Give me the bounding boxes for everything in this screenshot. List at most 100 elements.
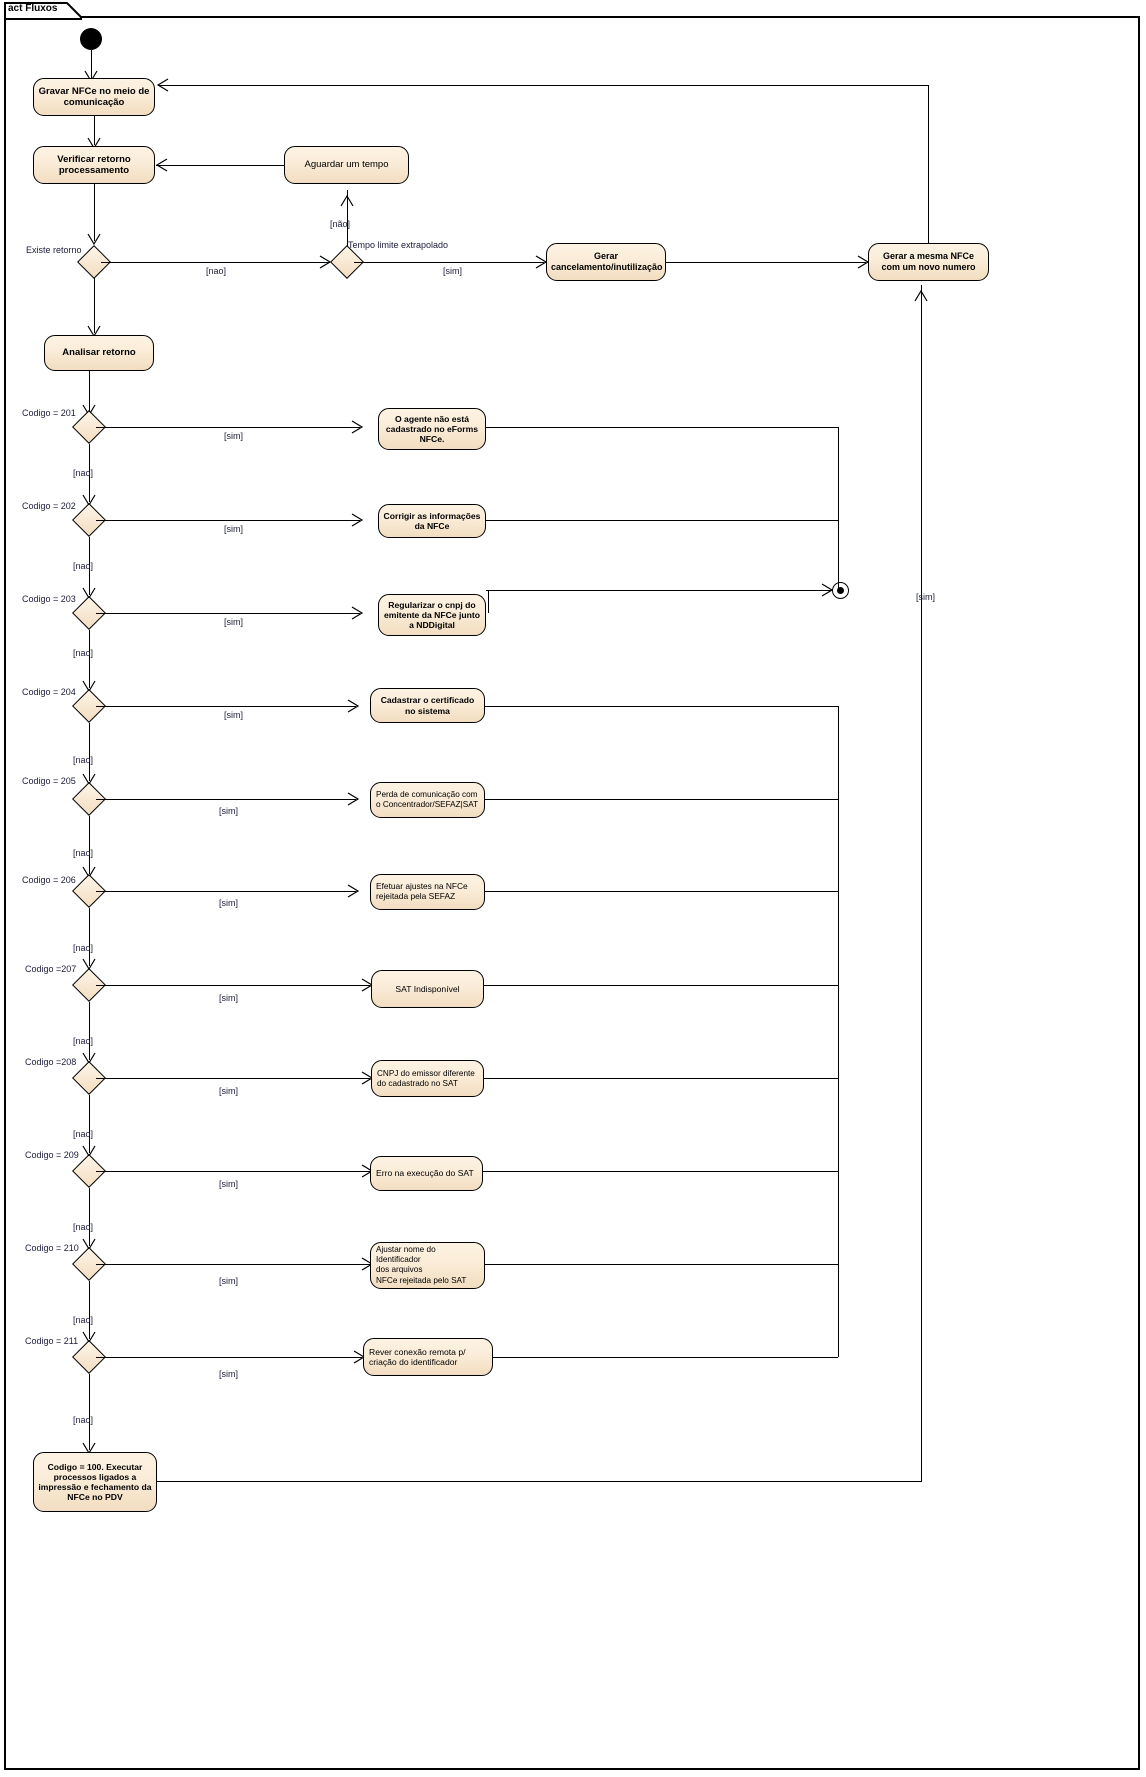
decision-label-codigo-211: Codigo = 211: [25, 1336, 79, 1346]
edge-label-codigo-206-nao: [nao]: [73, 943, 94, 953]
action-aguardar-tempo[interactable]: Aguardar um tempo: [284, 146, 409, 184]
diagram-frame: [4, 16, 1140, 1770]
action-codigo-204[interactable]: Cadastrar o certificado no sistema: [370, 688, 485, 723]
action-codigo-202[interactable]: Corrigir as informações da NFCe: [378, 504, 486, 538]
edge-existe-retorno-to-analisar: [94, 278, 95, 333]
edge-label-codigo-205-nao: [nao]: [73, 848, 94, 858]
edge-a211-right: [493, 1357, 838, 1358]
decision-label-codigo-206: Codigo = 206: [22, 875, 76, 885]
edge-label-codigo-209-nao: [nao]: [73, 1222, 94, 1232]
edge-codigo-206-nao: [89, 908, 90, 966]
edge-codigo-203-sim: [96, 613, 360, 614]
action-analisar-retorno[interactable]: Analisar retorno: [44, 335, 154, 371]
initial-node: [80, 28, 102, 50]
action-codigo-208[interactable]: CNPJ do emissor diferente do cadastrado …: [371, 1060, 484, 1097]
edge-label-tempo-limite-sim: [sim]: [443, 266, 462, 276]
action-codigo-207[interactable]: SAT Indisponível: [371, 970, 484, 1008]
edge-a205-right: [485, 799, 838, 800]
edge-verificar-to-existe-retorno: [94, 184, 95, 241]
edge-label-codigo-208-sim: [sim]: [219, 1086, 238, 1096]
edge-codigo-211-nao: [89, 1374, 90, 1450]
edge-label-codigo-203-sim: [sim]: [224, 617, 243, 627]
edge-label-codigo-201-nao: [nao]: [73, 468, 94, 478]
edge-label-codigo-203-nao: [nao]: [73, 648, 94, 658]
edge-label-codigo-202-sim: [sim]: [224, 524, 243, 534]
edge-tempo-limite-to-gerar-cancelamento: [354, 262, 544, 263]
edge-a201-down-to-final: [838, 427, 839, 591]
decision-label-codigo-204: Codigo = 204: [22, 687, 76, 697]
edge-right-merge-rail: [838, 706, 839, 1357]
edge-codigo-209-sim: [96, 1171, 370, 1172]
decision-label-codigo-201: Codigo = 201: [22, 408, 76, 418]
edge-analisar-to-codigo-201: [89, 371, 90, 413]
edge-codigo-204-nao: [89, 723, 90, 781]
action-codigo-206[interactable]: Efetuar ajustes na NFCe rejeitada pela S…: [370, 874, 485, 910]
action-verificar-retorno[interactable]: Verificar retorno processamento: [33, 146, 155, 184]
edge-label-outer-sim: [sim]: [916, 592, 935, 602]
edge-a207-right: [484, 985, 838, 986]
edge-initial-to-gravar: [91, 50, 92, 78]
edge-a206-right: [485, 891, 838, 892]
edge-label-codigo-205-sim: [sim]: [219, 806, 238, 816]
edge-label-codigo-208-nao: [nao]: [73, 1129, 94, 1139]
action-codigo-205[interactable]: Perda de comunicação com o Concentrador/…: [370, 782, 485, 818]
edge-tempo-limite-to-aguardar: [347, 190, 348, 246]
decision-label-codigo-202: Codigo = 202: [22, 501, 76, 511]
action-codigo-201[interactable]: O agente não está cadastrado no eForms N…: [378, 408, 486, 450]
decision-label-codigo-208: Codigo =208: [25, 1057, 77, 1067]
edge-label-codigo-201-sim: [sim]: [224, 431, 243, 441]
decision-label-codigo-209: Codigo = 209: [25, 1150, 79, 1160]
action-codigo-211[interactable]: Rever conexão remota p/ criação do ident…: [363, 1338, 493, 1376]
edge-codigo-205-sim: [96, 799, 356, 800]
edge-label-codigo-210-nao: [nao]: [73, 1315, 94, 1325]
edge-a201-right: [486, 427, 838, 428]
edge-codigo-210-sim: [96, 1264, 370, 1265]
edge-codigo-210-nao: [89, 1281, 90, 1339]
edge-label-codigo-206-sim: [sim]: [219, 898, 238, 908]
edge-label-codigo-207-sim: [sim]: [219, 993, 238, 1003]
action-gravar-nfce[interactable]: Gravar NFCe no meio de comunicação: [33, 78, 155, 116]
edge-codigo-211-sim: [96, 1357, 362, 1358]
edge-codigo-201-nao: [89, 444, 90, 502]
edge-codigo-203-nao: [89, 630, 90, 688]
edge-label-codigo-207-nao: [nao]: [73, 1036, 94, 1046]
action-gerar-mesma-nfce[interactable]: Gerar a mesma NFCe com um novo numero: [868, 243, 989, 281]
edge-label-codigo-211-nao: [nao]: [73, 1415, 94, 1425]
edge-label-existe-retorno-nao: [nao]: [206, 266, 227, 276]
edge-codigo-208-nao: [89, 1095, 90, 1153]
action-codigo-210[interactable]: Ajustar nome do Identificador dos arquiv…: [370, 1242, 485, 1289]
edge-a202-right: [486, 520, 838, 521]
edge-codigo-202-sim: [96, 520, 360, 521]
edge-existe-retorno-to-tempo-limite: [101, 262, 329, 263]
action-codigo-210-line1: Ajustar nome do Identificador: [376, 1245, 436, 1264]
frame-title: act Fluxos: [8, 3, 58, 14]
edge-gerar-mesma-up: [928, 85, 929, 243]
action-codigo-210-line3: NFCe rejeitada pelo SAT: [376, 1276, 467, 1286]
edge-codigo-207-sim: [96, 985, 370, 986]
edge-a204-right: [485, 706, 838, 707]
decision-label-tempo-limite: Tempo limite extrapolado: [348, 240, 449, 250]
edge-label-codigo-204-nao: [nao]: [73, 755, 94, 765]
edge-a208-right: [484, 1078, 838, 1079]
edge-label-codigo-204-sim: [sim]: [224, 710, 243, 720]
action-codigo-209[interactable]: Erro na execução do SAT: [370, 1156, 483, 1191]
edge-a209-right: [483, 1171, 838, 1172]
action-codigo-210-line2: dos arquivos: [376, 1264, 423, 1274]
edge-return-to-gravar: [158, 85, 929, 86]
edge-label-tempo-limite-nao: [não]: [330, 219, 351, 229]
action-gerar-cancelamento[interactable]: Gerar cancelamento/inutilização: [546, 243, 666, 281]
edge-label-codigo-210-sim: [sim]: [219, 1276, 238, 1286]
decision-label-existe-retorno: Existe retorno: [26, 245, 82, 255]
frame-tab: [4, 2, 82, 20]
action-codigo-203[interactable]: Regularizar o cnpj do emitente da NFCe j…: [378, 594, 486, 636]
edge-a203-riser: [488, 590, 489, 613]
decision-label-codigo-205: Codigo = 205: [22, 776, 76, 786]
action-codigo-100[interactable]: Codigo = 100. Executar processos ligados…: [33, 1452, 157, 1512]
edge-aguardar-to-verificar: [156, 165, 284, 166]
decision-label-codigo-203: Codigo = 203: [22, 594, 76, 604]
edge-codigo-207-nao: [89, 1002, 90, 1060]
edge-codigo-208-sim: [96, 1078, 370, 1079]
edge-codigo-206-sim: [96, 891, 356, 892]
edge-label-codigo-211-sim: [sim]: [219, 1369, 238, 1379]
